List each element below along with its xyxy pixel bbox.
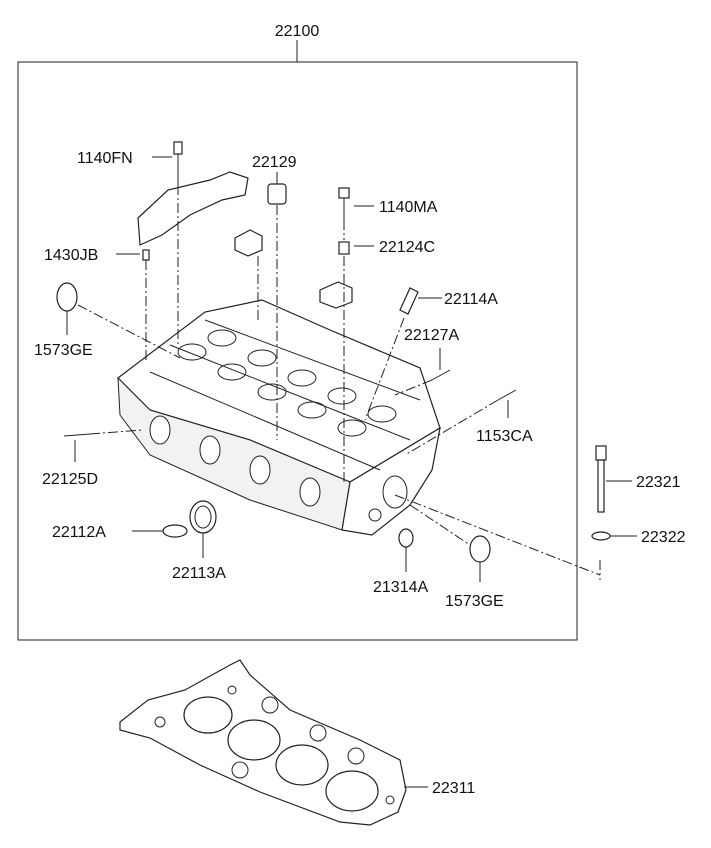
dowel-22124c[interactable]	[338, 241, 350, 255]
label-22100[interactable]: 22100	[275, 23, 320, 40]
seal-21314a[interactable]	[398, 528, 414, 548]
label-22129[interactable]: 22129	[252, 154, 297, 171]
label-1140fn[interactable]: 1140FN	[77, 150, 133, 167]
ring-22113a[interactable]	[189, 500, 217, 534]
label-1153ca[interactable]: 1153CA	[476, 428, 533, 445]
plug-22129[interactable]	[267, 183, 287, 205]
label-22124c[interactable]: 22124C	[379, 239, 435, 256]
cam-cap-right[interactable]	[319, 281, 353, 309]
bolt-1140ma[interactable]	[338, 187, 350, 220]
cam-bracket[interactable]	[137, 171, 249, 246]
cylinder-head-block[interactable]	[117, 299, 441, 536]
cap-plug-1573ge-right[interactable]	[469, 535, 491, 563]
head-gasket-22311[interactable]	[119, 659, 407, 826]
washer-22322[interactable]	[591, 531, 611, 541]
guide-22114a[interactable]	[399, 287, 419, 315]
label-22113a[interactable]: 22113A	[172, 565, 226, 582]
label-22311[interactable]: 22311	[432, 780, 475, 797]
assembly-leader-lines	[77, 185, 601, 580]
label-22322[interactable]: 22322	[641, 529, 686, 546]
label-21314a[interactable]: 21314A	[373, 579, 428, 596]
stud-22127a[interactable]	[431, 369, 451, 381]
label-22321[interactable]: 22321	[636, 474, 681, 491]
bolt-1140fn[interactable]	[173, 141, 183, 185]
label-22125d[interactable]: 22125D	[42, 471, 98, 488]
stud-22125d[interactable]	[63, 433, 91, 437]
label-1140ma[interactable]: 1140MA	[379, 199, 438, 216]
stud-1153ca[interactable]	[497, 389, 517, 401]
label-1573ge-right[interactable]: 1573GE	[445, 593, 504, 610]
ring-22112a[interactable]	[162, 524, 188, 538]
bolt-22321[interactable]	[595, 445, 607, 513]
cam-cap-small[interactable]	[234, 229, 263, 257]
label-22114a[interactable]: 22114A	[444, 291, 498, 308]
label-22112a[interactable]: 22112A	[52, 524, 106, 541]
label-22127a[interactable]: 22127A	[404, 327, 459, 344]
cap-plug-1573ge-left[interactable]	[56, 282, 78, 312]
pin-1430jb[interactable]	[142, 249, 150, 261]
label-1573ge-left[interactable]: 1573GE	[34, 342, 93, 359]
label-1430jb[interactable]: 1430JB	[44, 247, 98, 264]
